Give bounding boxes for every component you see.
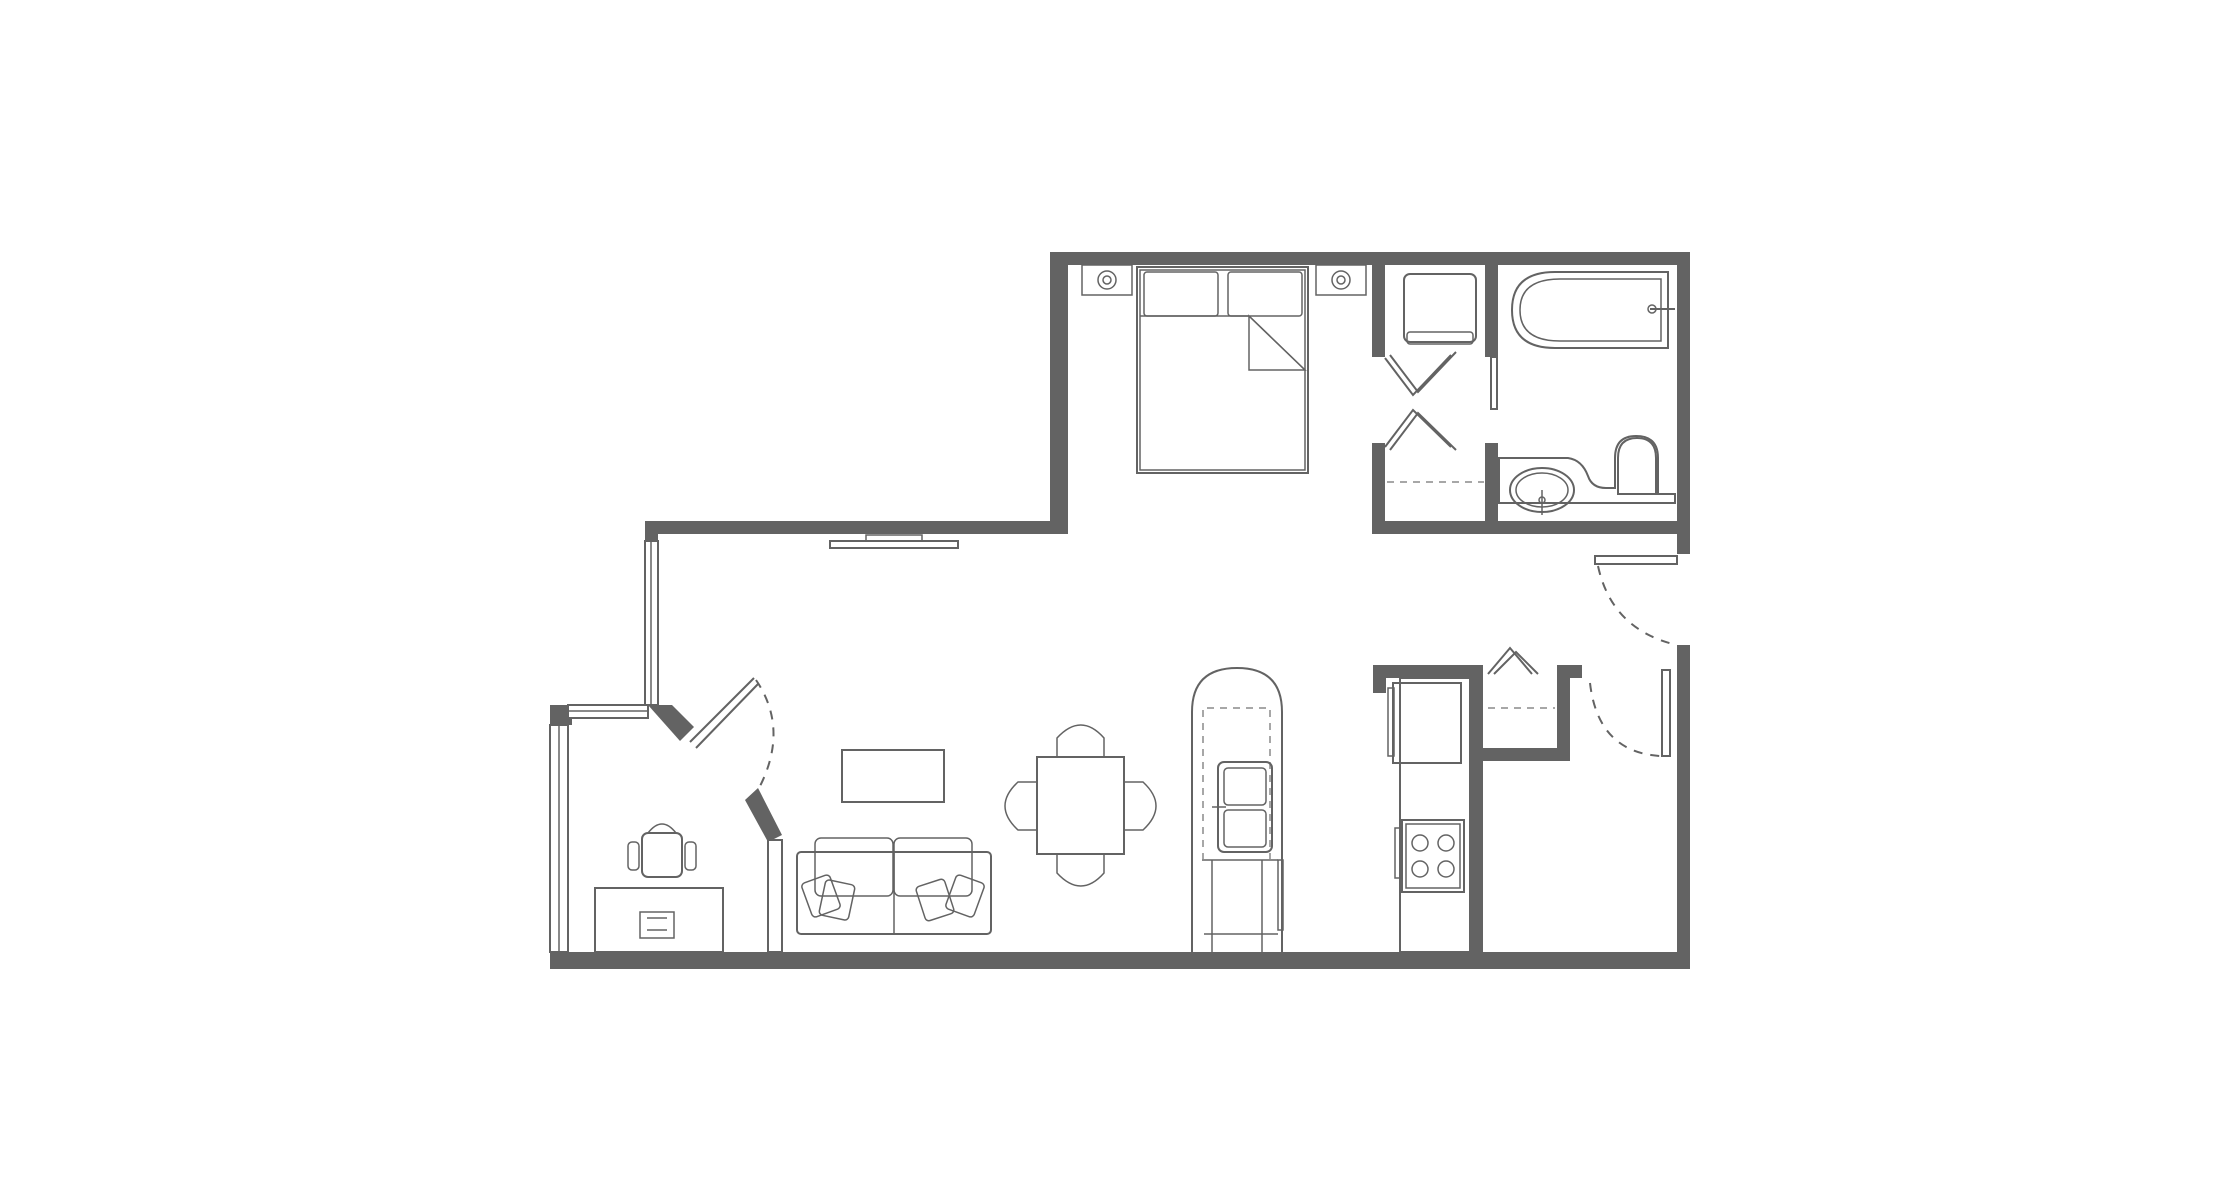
- peninsula-edge: [1277, 859, 1284, 931]
- office-chair-arm-right: [684, 841, 697, 871]
- wall-living-left-stub: [645, 521, 658, 541]
- peninsula-overhead: [1202, 707, 1271, 860]
- wall-kitchen-right: [1470, 665, 1483, 953]
- dining-chair-right: [1124, 781, 1157, 831]
- toilet: [1617, 436, 1657, 495]
- dining-furniture: [1004, 724, 1157, 887]
- entry-door-upper-leaf: [1594, 555, 1678, 565]
- lamp-left-icon: [1097, 270, 1117, 290]
- lamp-right-icon: [1331, 270, 1351, 290]
- cushion-2: [818, 879, 856, 921]
- wall-office-corner: [550, 705, 572, 725]
- cushion-3: [915, 878, 955, 922]
- tv-stand: [829, 540, 959, 549]
- cushion-1: [801, 874, 841, 918]
- wall-bath-left-lower: [1485, 443, 1498, 534]
- bathroom-fixtures: [1498, 271, 1676, 515]
- burner-3-icon: [1411, 860, 1429, 878]
- entry-door-upper-swing: [1597, 565, 1678, 646]
- wall-closet2-stub: [1557, 665, 1582, 678]
- office-door-leaf: [689, 677, 755, 743]
- wall-closet-left-lower: [1372, 443, 1385, 534]
- cushion-4: [945, 874, 985, 918]
- kitchen-sink: [1217, 761, 1273, 853]
- wall-kitchen-top: [1373, 665, 1483, 678]
- wall-right-upper: [1677, 252, 1690, 554]
- pillow-left: [1143, 271, 1219, 317]
- wall-top-bedroom-bath: [1050, 252, 1690, 265]
- wall-diagonal-lower: [745, 788, 782, 842]
- wall-bath-bottom: [1372, 521, 1690, 534]
- tv: [865, 534, 923, 542]
- wall-diagonal-upper: [648, 705, 694, 741]
- wall-kitchen-top-stub: [1373, 665, 1386, 693]
- doors: [689, 351, 1678, 791]
- wall-closet2-bottom: [1470, 748, 1570, 761]
- wall-bottom: [550, 952, 1690, 969]
- office-chair-arm-left: [627, 841, 640, 871]
- refrigerator: [1392, 682, 1462, 764]
- living-furniture: [796, 534, 992, 935]
- wall-bedroom-left: [1050, 252, 1068, 534]
- office-chair-back: [647, 823, 677, 834]
- dining-chair-top: [1056, 724, 1105, 757]
- window-office-right: [767, 839, 783, 953]
- entry-door-lower-swing: [1589, 682, 1661, 757]
- coffee-table: [841, 749, 945, 803]
- pantry-bifold-left: [1487, 646, 1533, 675]
- closet-bifold-lower: [1389, 411, 1457, 451]
- wall-closet2-right: [1557, 665, 1570, 761]
- bed-sheet-fold: [1248, 314, 1307, 371]
- stove: [1401, 819, 1465, 893]
- dining-table: [1036, 756, 1125, 855]
- closet-bifold-upper: [1389, 351, 1457, 394]
- wall-living-top: [645, 521, 1068, 534]
- kitchen-peninsula: [1191, 666, 1283, 952]
- dining-chair-bottom: [1056, 854, 1105, 887]
- nightstand-right: [1315, 264, 1367, 296]
- bedroom-furniture: [1081, 264, 1477, 474]
- closet-storage-box: [1403, 273, 1477, 343]
- entry-door-lower-leaf: [1661, 669, 1671, 757]
- sofa-back-left: [814, 837, 894, 897]
- kitchen-counter: [1399, 677, 1471, 953]
- wall-right-lower: [1677, 645, 1690, 969]
- bed: [1136, 266, 1309, 474]
- office-chair: [641, 832, 683, 878]
- wall-bath-left-upper: [1485, 265, 1498, 357]
- office-door-swing: [755, 679, 775, 791]
- burner-2-icon: [1437, 834, 1455, 852]
- wall-closet-left-upper: [1372, 265, 1385, 357]
- office-furniture: [594, 823, 724, 953]
- sofa-back-right: [893, 837, 973, 897]
- dining-chair-left: [1004, 781, 1037, 831]
- windows: [549, 540, 783, 953]
- burner-4-icon: [1437, 860, 1455, 878]
- kitchen-fixtures: [1191, 666, 1471, 953]
- burner-1-icon: [1411, 834, 1429, 852]
- bath-door-leaf: [1490, 356, 1498, 410]
- walls: [550, 252, 1690, 969]
- bathtub: [1510, 271, 1669, 349]
- nightstand-left: [1081, 264, 1133, 296]
- vanity-counter: [1498, 434, 1676, 504]
- desk: [594, 887, 724, 953]
- desk-drawer: [639, 911, 675, 939]
- pillow-right: [1227, 271, 1303, 317]
